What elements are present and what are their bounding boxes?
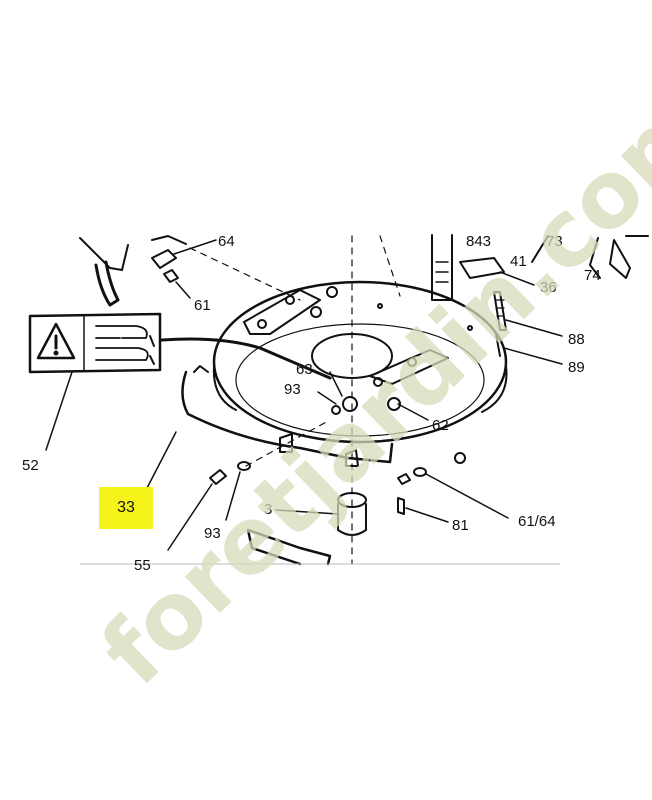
part-label-93-top: 93 <box>284 381 301 398</box>
deflector <box>181 370 394 464</box>
part-label-3: 3 <box>264 501 272 518</box>
part-label-55: 55 <box>134 557 151 574</box>
part-label-61: 61 <box>194 297 211 314</box>
bracket-left <box>243 289 321 335</box>
part-label-64: 64 <box>218 233 235 250</box>
warning-decal <box>28 312 162 374</box>
part-label-88: 88 <box>568 331 585 348</box>
hand-caution-icon <box>95 325 149 361</box>
part-label-36: 36 <box>540 279 557 296</box>
part-label-93-bottom: 93 <box>204 525 221 542</box>
part-label-63: 63 <box>296 361 313 378</box>
highlighted-part-33: 33 <box>99 487 153 529</box>
warning-triangle-icon <box>36 322 76 360</box>
bracket-36 <box>459 257 505 279</box>
spindle <box>337 503 367 536</box>
watermark: foretjardin.com <box>81 69 652 705</box>
top-left-part <box>94 260 120 307</box>
part-label-74: 74 <box>584 267 601 284</box>
part-label-52: 52 <box>22 457 39 474</box>
blade <box>246 528 332 566</box>
part-label-81: 81 <box>452 517 469 534</box>
part-label-61-64: 61/64 <box>518 513 556 530</box>
top-left-bracket <box>79 237 129 271</box>
part-label-843: 843 <box>466 233 491 250</box>
mower-deck <box>212 280 508 444</box>
part-label-62: 62 <box>432 417 449 434</box>
part-label-73: 73 <box>546 233 563 250</box>
part-label-89: 89 <box>568 359 585 376</box>
part-label-41: 41 <box>510 253 527 270</box>
